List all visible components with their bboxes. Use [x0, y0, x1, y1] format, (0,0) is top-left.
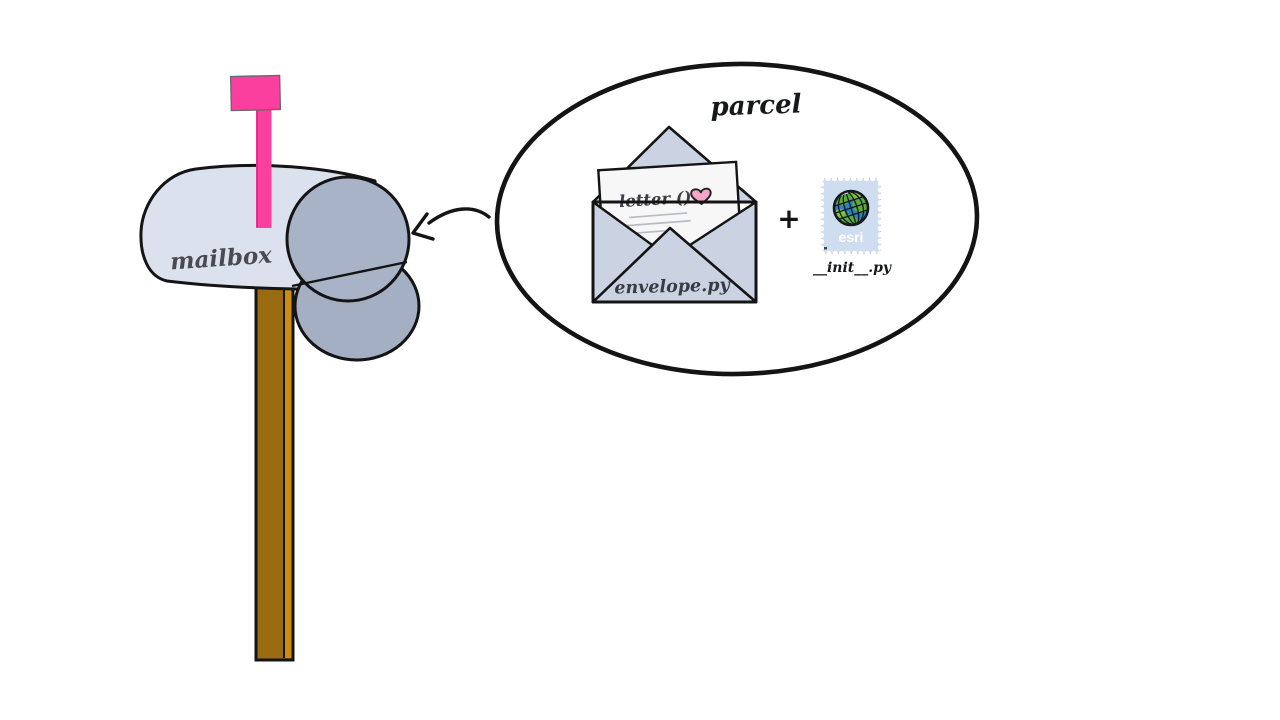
- curved-arrow-icon: [411, 207, 491, 241]
- plus-sign: +: [777, 202, 800, 235]
- stamp: esri: [818, 175, 884, 257]
- mailbox-front: [285, 175, 411, 303]
- stamp-trademark-mark: [824, 247, 827, 250]
- globe-icon: [832, 189, 870, 227]
- stamp-brand: esri: [839, 229, 864, 245]
- mailbox-flag-icon: [229, 74, 282, 228]
- stamp-perforation: [818, 175, 884, 257]
- mailbox-post-icon: [254, 274, 295, 662]
- parcel-bubble: parcel letter (): [494, 61, 980, 377]
- mailbox: mailbox: [139, 74, 421, 662]
- heart-icon: [690, 187, 712, 205]
- letter-label: letter (): [618, 188, 692, 211]
- envelope: letter () envelope.py: [591, 125, 758, 304]
- envelope-body-outline: [591, 200, 758, 304]
- envelope-filename: envelope.py: [614, 275, 732, 298]
- stamp-filename: __init__.py: [813, 260, 892, 276]
- parcel-title: parcel: [710, 89, 802, 122]
